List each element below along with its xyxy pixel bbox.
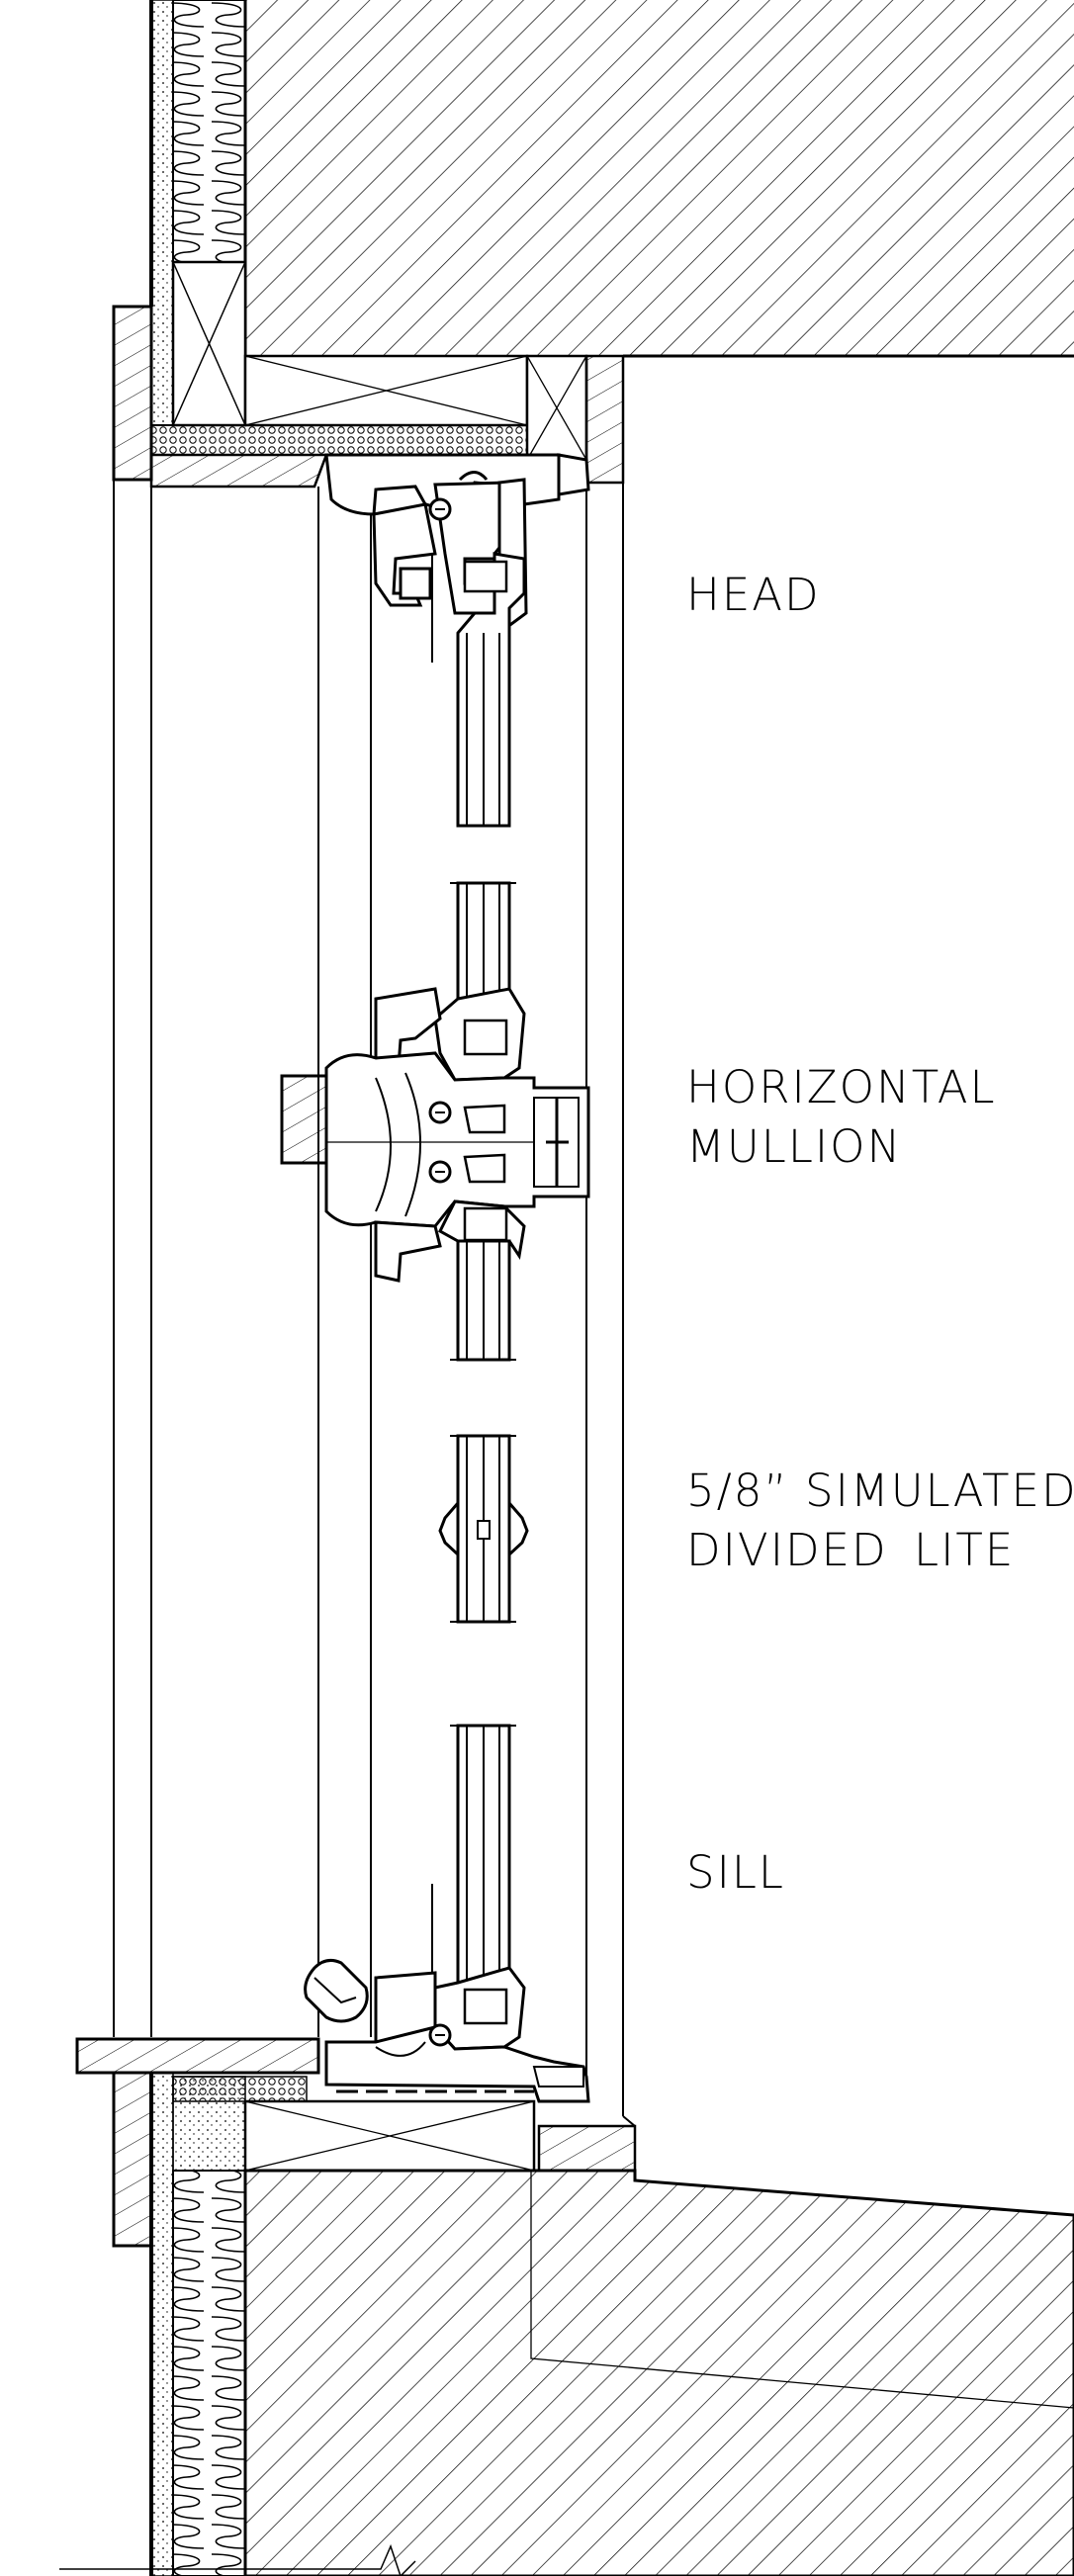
mullion-profile (280, 881, 590, 1362)
upper-insulation (172, 0, 246, 263)
label-horizontal-mullion-line2: MULLION (686, 1120, 903, 1173)
label-sill-line: SILL (686, 1846, 785, 1899)
sdl-profile (438, 1434, 529, 1624)
head-exterior-trim (112, 305, 153, 482)
head-foam-strip (150, 424, 528, 456)
label-sill: SILL (686, 1843, 785, 1903)
lower-insulation (172, 2170, 246, 2576)
upper-wall (112, 0, 1074, 489)
head-drip-cap (149, 453, 328, 489)
jamb-lines (113, 460, 624, 2116)
upper-sheathing (150, 0, 174, 426)
sill-exterior-trim (537, 2124, 637, 2173)
lower-sheathing (150, 2072, 174, 2576)
head-interior-trim (584, 354, 625, 485)
label-simulated-divided-lite: 5/8” SIMULATED DIVIDED LITE (686, 1462, 1074, 1580)
mullion-trim-block (280, 1074, 328, 1165)
header-masonry (245, 0, 1074, 356)
label-sdl-line2: DIVIDED LITE (686, 1524, 1016, 1576)
sill-frame-profile (304, 1724, 590, 2103)
lower-masonry (243, 2169, 1074, 2576)
interior-stool (75, 2037, 320, 2075)
head-frame-profile (324, 453, 590, 828)
label-sdl-line1: 5/8” SIMULATED (686, 1465, 1074, 1517)
lower-wall (59, 2037, 1074, 2576)
label-horizontal-mullion: HORIZONTAL MULLION (686, 1058, 997, 1177)
label-head-line: HEAD (686, 569, 821, 621)
label-head: HEAD (686, 566, 821, 625)
label-horizontal-mullion-line1: HORIZONTAL (686, 1061, 997, 1113)
sash-lock (304, 1958, 369, 2023)
break-line (59, 2543, 416, 2576)
sill-brickmould (112, 2071, 153, 2248)
